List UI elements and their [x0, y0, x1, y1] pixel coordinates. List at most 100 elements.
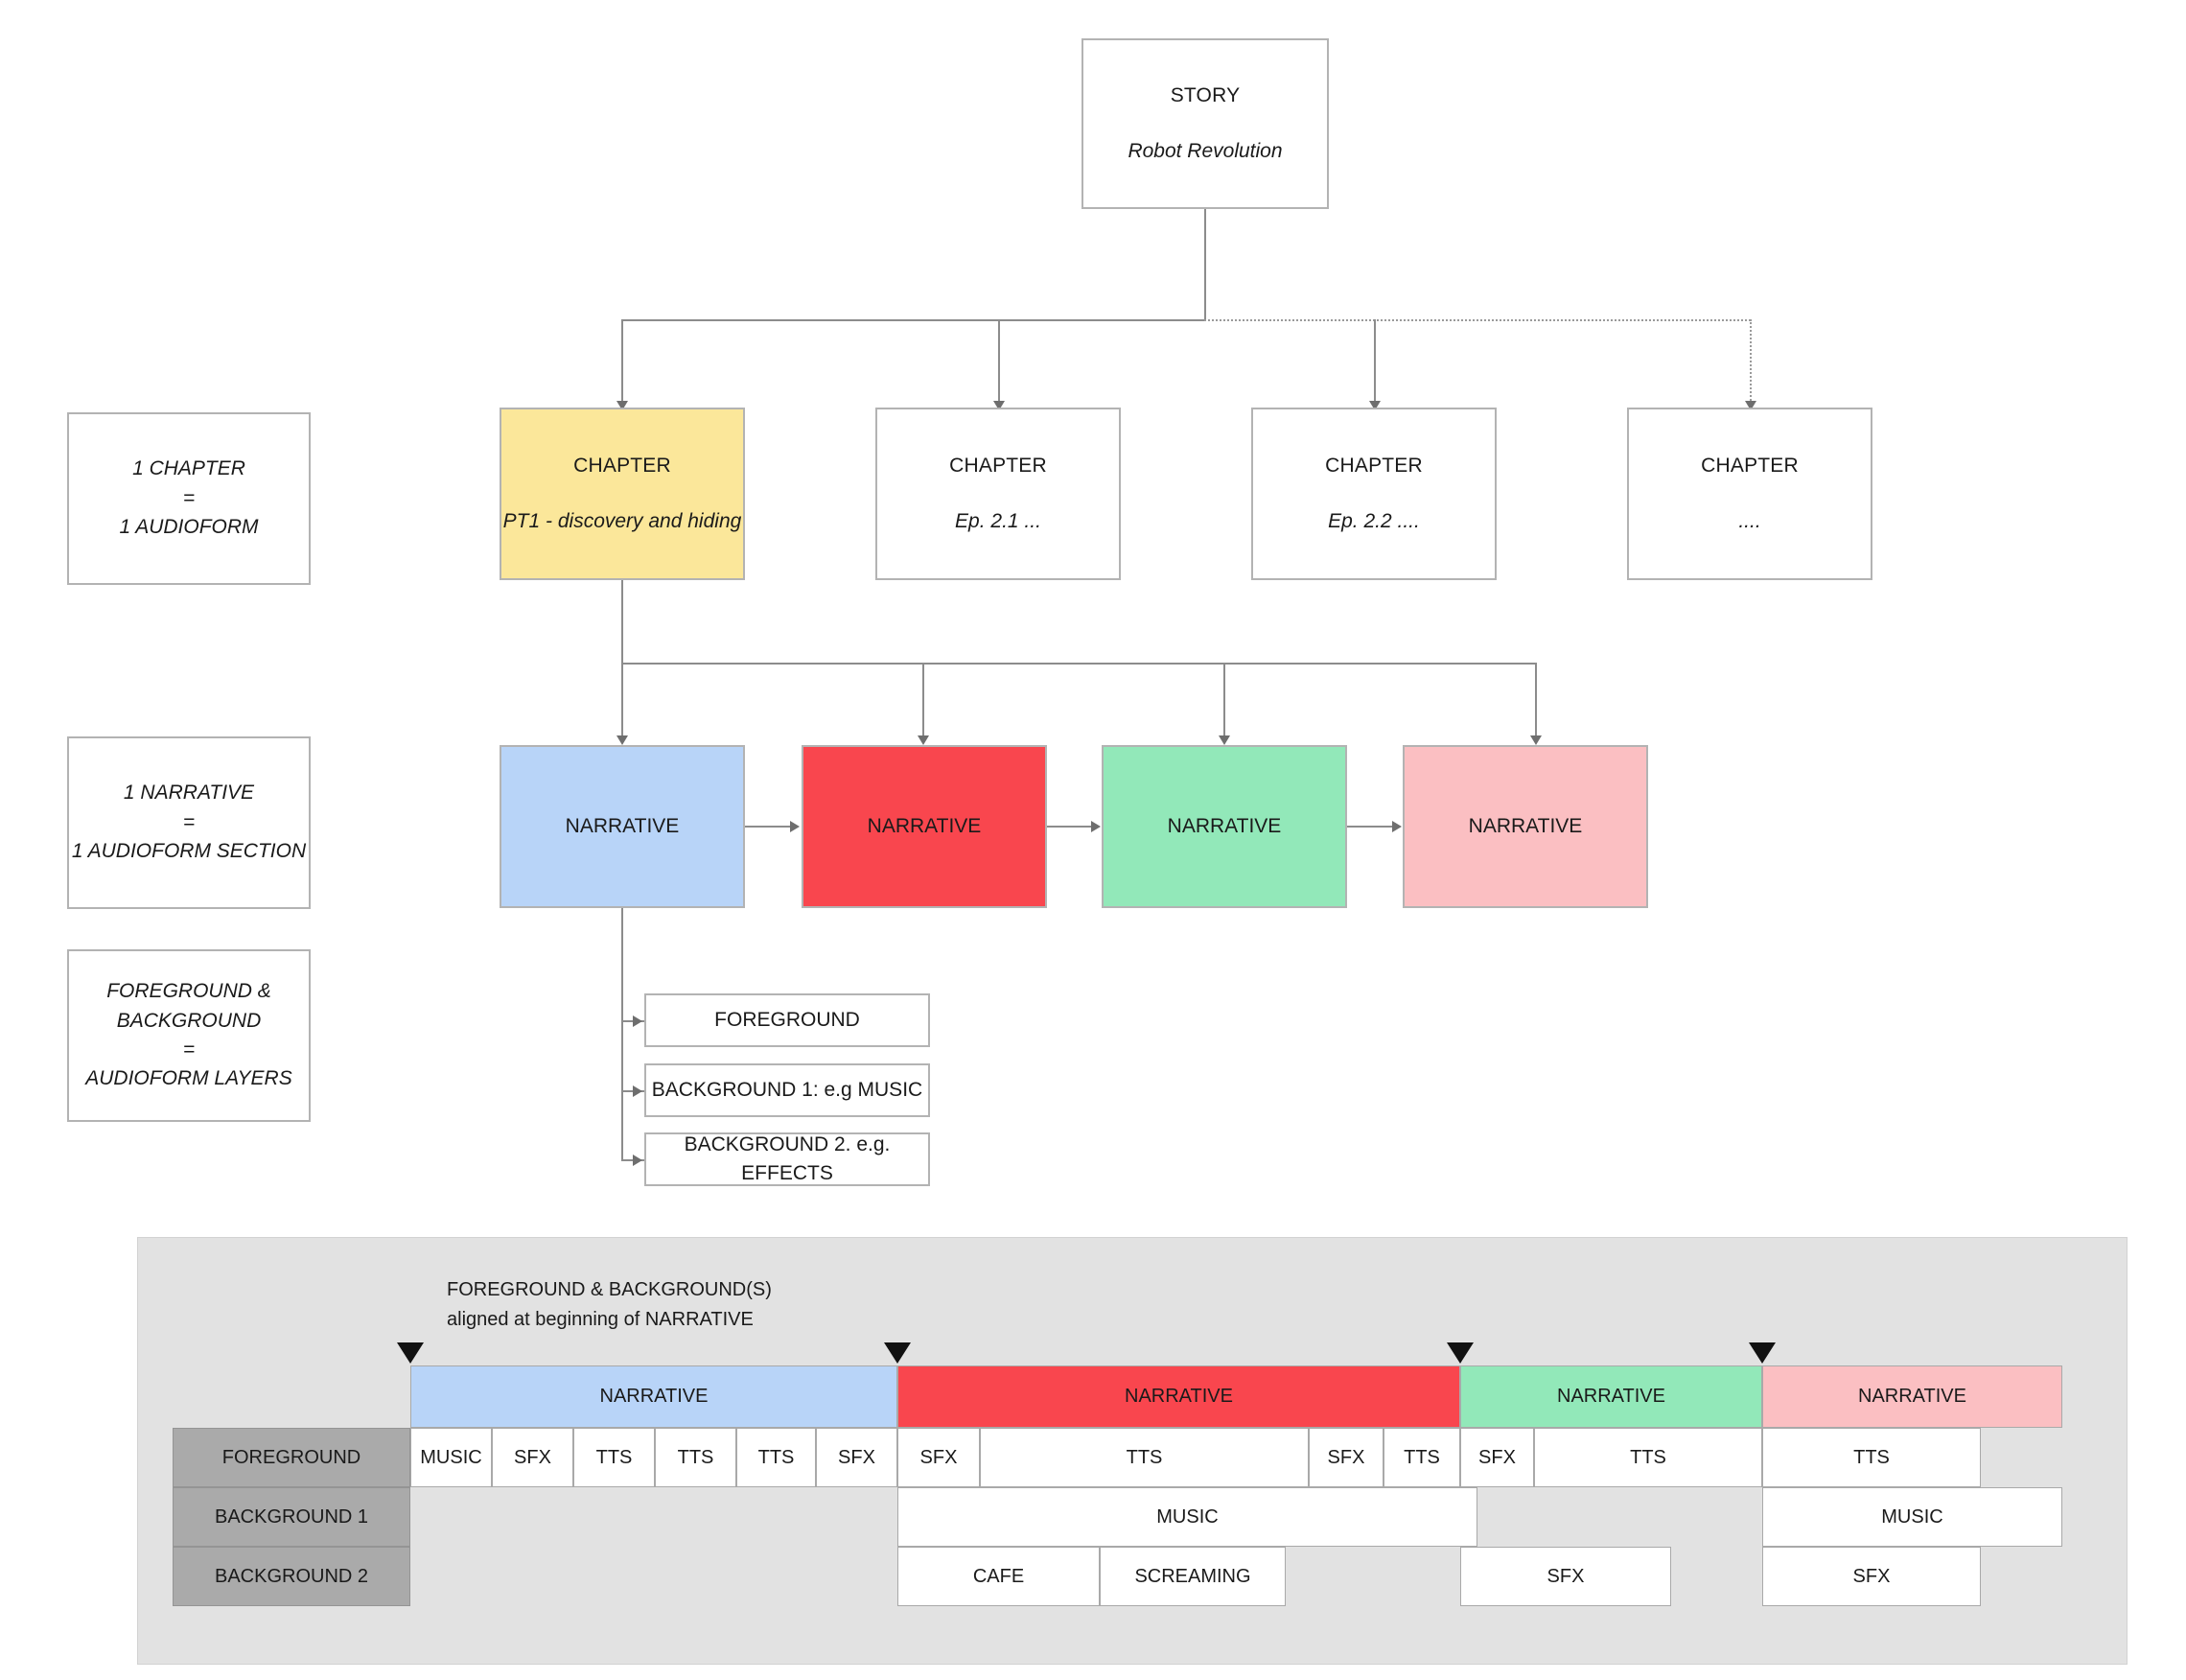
connector-narrative-2-3 [1047, 826, 1091, 828]
clip-foreground-11-label: SFX [1478, 1446, 1516, 1468]
chapter-box-2[interactable]: CHAPTER Ep. 2.1 ... [875, 408, 1121, 580]
legend-layers-line-1: FOREGROUND & [106, 980, 271, 1003]
clip-foreground-9-label: SFX [1327, 1446, 1365, 1468]
chapter-3-title: CHAPTER [1325, 454, 1423, 477]
clip-foreground-13[interactable]: TTS [1762, 1428, 1981, 1487]
timeline-narrative-3-label: NARRATIVE [1557, 1386, 1665, 1407]
connector-narrative-4-drop [1535, 663, 1537, 739]
connector-chapter-3-drop [1374, 319, 1376, 404]
timeline-row-background-1-text: BACKGROUND 1 [214, 1505, 369, 1528]
narrative-box-3[interactable]: NARRATIVE [1102, 745, 1347, 908]
chapter-box-4[interactable]: CHAPTER .... [1627, 408, 1872, 580]
clip-background1-1[interactable]: MUSIC [897, 1487, 1477, 1547]
arrow-narrative-1 [616, 735, 628, 745]
connector-narrative-2-drop [922, 663, 924, 739]
layer-box-foreground[interactable]: FOREGROUND [644, 993, 930, 1047]
arrow-narrative-3 [1219, 735, 1230, 745]
narrative-3-label: NARRATIVE [1167, 814, 1282, 837]
clip-background1-2-label: MUSIC [1881, 1505, 1943, 1528]
clip-foreground-3[interactable]: TTS [573, 1428, 655, 1487]
clip-background2-4-label: SFX [1852, 1565, 1891, 1587]
story-box[interactable]: STORY Robot Revolution [1081, 38, 1329, 209]
legend-narrative: 1 NARRATIVE = 1 AUDIOFORM SECTION [67, 736, 311, 909]
connector-narrative-bus [621, 663, 1537, 665]
clip-foreground-8[interactable]: TTS [980, 1428, 1309, 1487]
clip-foreground-12[interactable]: TTS [1534, 1428, 1762, 1487]
timeline-row-label-background-1: BACKGROUND 1 [173, 1487, 410, 1547]
clip-foreground-9[interactable]: SFX [1309, 1428, 1384, 1487]
clip-foreground-6[interactable]: SFX [816, 1428, 897, 1487]
clip-foreground-7[interactable]: SFX [897, 1428, 980, 1487]
clip-foreground-1[interactable]: MUSIC [410, 1428, 492, 1487]
chapter-2-title: CHAPTER [949, 454, 1047, 477]
arrow-narrative-2-3 [1091, 821, 1101, 832]
connector-chapter-bus [621, 319, 1205, 321]
chapter-box-3[interactable]: CHAPTER Ep. 2.2 .... [1251, 408, 1497, 580]
chapter-box-1[interactable]: CHAPTER PT1 - discovery and hiding [500, 408, 745, 580]
clip-foreground-1-label: MUSIC [420, 1446, 482, 1468]
layer-foreground-label: FOREGROUND [714, 1008, 860, 1031]
narrative-marker-2 [884, 1342, 911, 1364]
legend-chapter-line-2: = [182, 486, 196, 509]
timeline-narrative-3[interactable]: NARRATIVE [1460, 1365, 1762, 1428]
connector-chapter-4-drop [1750, 319, 1752, 404]
legend-chapter: 1 CHAPTER = 1 AUDIOFORM [67, 412, 311, 585]
timeline-row-label-foreground: FOREGROUND [173, 1428, 410, 1487]
timeline-narrative-2-label: NARRATIVE [1125, 1386, 1233, 1407]
connector-narrative-3-drop [1223, 663, 1225, 739]
layer-box-background-1[interactable]: BACKGROUND 1: e.g MUSIC [644, 1063, 930, 1117]
connector-layers-spine [621, 908, 623, 1159]
narrative-marker-4 [1749, 1342, 1776, 1364]
clip-foreground-5-label: TTS [757, 1446, 795, 1468]
clip-foreground-4-label: TTS [677, 1446, 714, 1468]
clip-foreground-7-label: SFX [919, 1446, 958, 1468]
arrow-chapter-3 [1369, 401, 1381, 410]
arrow-layer-2 [633, 1085, 642, 1097]
clip-background2-1-label: CAFE [972, 1565, 1025, 1587]
clip-background2-3[interactable]: SFX [1460, 1547, 1671, 1606]
clip-background2-2[interactable]: SCREAMING [1100, 1547, 1286, 1606]
clip-background2-1[interactable]: CAFE [897, 1547, 1100, 1606]
arrow-layer-1 [633, 1015, 642, 1027]
narrative-box-4[interactable]: NARRATIVE [1403, 745, 1648, 908]
connector-narrative-1-drop [621, 663, 623, 739]
arrow-layer-3 [633, 1155, 642, 1166]
layer-background-2-label: BACKGROUND 2. e.g. EFFECTS [684, 1132, 891, 1184]
timeline-narrative-2[interactable]: NARRATIVE [897, 1365, 1460, 1428]
clip-background2-4[interactable]: SFX [1762, 1547, 1981, 1606]
arrow-narrative-4 [1530, 735, 1542, 745]
narrative-box-2[interactable]: NARRATIVE [802, 745, 1047, 908]
clip-background1-2[interactable]: MUSIC [1762, 1487, 2062, 1547]
legend-layers: FOREGROUND & BACKGROUND = AUDIOFORM LAYE… [67, 949, 311, 1122]
chapter-4-title: CHAPTER [1701, 454, 1799, 477]
legend-narrative-line-1: 1 NARRATIVE [123, 782, 255, 805]
legend-layers-line-3: = [182, 1038, 196, 1061]
layer-box-background-2[interactable]: BACKGROUND 2. e.g. EFFECTS [644, 1132, 930, 1186]
clip-foreground-10-label: TTS [1404, 1446, 1440, 1468]
clip-foreground-6-label: SFX [838, 1446, 875, 1468]
legend-layers-line-2: BACKGROUND [116, 1009, 262, 1032]
clip-foreground-10[interactable]: TTS [1384, 1428, 1460, 1487]
connector-chapter1-down [621, 580, 623, 664]
clip-foreground-5[interactable]: TTS [736, 1428, 816, 1487]
timeline-note: FOREGROUND & BACKGROUND(S) aligned at be… [447, 1279, 772, 1330]
arrow-chapter-4 [1745, 401, 1756, 410]
clip-foreground-2-label: SFX [514, 1446, 551, 1468]
clip-background2-3-label: SFX [1546, 1565, 1585, 1587]
timeline-narrative-1-label: NARRATIVE [599, 1386, 709, 1407]
timeline-narrative-4[interactable]: NARRATIVE [1762, 1365, 2062, 1428]
arrow-narrative-1-2 [790, 821, 800, 832]
timeline-narrative-4-label: NARRATIVE [1858, 1386, 1966, 1407]
clip-background1-1-label: MUSIC [1156, 1505, 1219, 1528]
connector-chapter-2-drop [998, 319, 1000, 404]
arrow-narrative-3-4 [1392, 821, 1402, 832]
timeline-narrative-1[interactable]: NARRATIVE [410, 1365, 897, 1428]
narrative-marker-1 [397, 1342, 424, 1364]
clip-foreground-2[interactable]: SFX [492, 1428, 573, 1487]
clip-foreground-12-label: TTS [1630, 1446, 1666, 1468]
clip-foreground-4[interactable]: TTS [655, 1428, 736, 1487]
clip-foreground-8-label: TTS [1126, 1446, 1163, 1468]
clip-foreground-11[interactable]: SFX [1460, 1428, 1534, 1487]
narrative-box-1[interactable]: NARRATIVE [500, 745, 745, 908]
arrow-chapter-1 [616, 401, 628, 410]
